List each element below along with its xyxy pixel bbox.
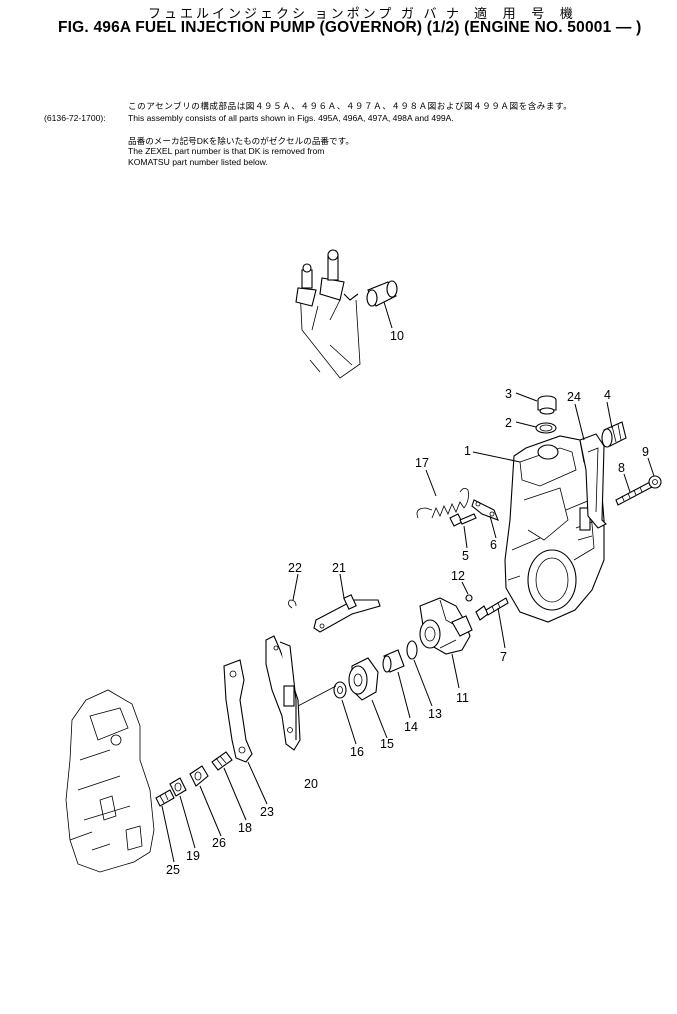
figure-title: FIG. 496A FUEL INJECTION PUMP (GOVERNOR)…: [58, 19, 642, 36]
callout-16: 16: [350, 745, 364, 759]
part-11-flyweight-assembly: [419, 597, 473, 655]
callout-25: 25: [166, 863, 180, 877]
part-8-adjusting-screw: [615, 481, 653, 506]
callout-6: 6: [490, 538, 497, 552]
callout-7: 7: [500, 650, 507, 664]
part-17-spring: [416, 488, 469, 519]
callout-4: 4: [604, 388, 611, 402]
part-1-governor-housing: [504, 435, 605, 623]
callout-20: 20: [304, 777, 318, 791]
part-4-plug: [601, 421, 627, 448]
callout-3: 3: [505, 387, 512, 401]
pump-housing-context: [65, 689, 155, 873]
part-19-nut: [169, 777, 187, 797]
part-9-nut: [648, 475, 662, 489]
callout-15: 15: [380, 737, 394, 751]
part-22-clip: [288, 599, 297, 609]
callout-17: 17: [415, 456, 429, 470]
callout-21: 21: [332, 561, 346, 575]
part-25-screw: [155, 789, 175, 807]
callout-12: 12: [451, 569, 465, 583]
part-15-bearing: [348, 657, 379, 701]
zexel-note-english-line2: KOMATSU part number listed below.: [128, 157, 268, 167]
callout-numbers: 3 2 24 4 1 8 9 17 6 5 12 7 11 13 14 15 1…: [166, 329, 649, 877]
part-7-bolt: [475, 597, 509, 621]
callout-2: 2: [505, 416, 512, 430]
part-12-clip: [465, 594, 473, 602]
part-21-lever: [313, 594, 381, 633]
callout-19: 19: [186, 849, 200, 863]
callout-10: 10: [390, 329, 404, 343]
callout-11: 11: [456, 691, 469, 705]
japanese-applicability-label: 適 用 号 機: [474, 6, 579, 21]
part-13-snap-ring: [406, 640, 418, 660]
part-5-bolt: [449, 513, 477, 527]
callout-26: 26: [212, 836, 226, 850]
part-26-nut: [189, 765, 209, 787]
part-14-sleeve: [382, 649, 405, 673]
zexel-note-japanese: 品番のメーカ記号DKを除いたものがゼクセルの品番です。: [128, 136, 354, 146]
part-24-gasket: [579, 433, 607, 529]
callout-8: 8: [618, 461, 625, 475]
assembly-note-english: This assembly consists of all parts show…: [128, 113, 454, 123]
callout-23: 23: [260, 805, 274, 819]
callout-5: 5: [462, 549, 469, 563]
assembly-part-code: (6136-72-1700):: [44, 113, 106, 123]
callout-13: 13: [428, 707, 442, 721]
part-23-lever: [223, 659, 253, 763]
callout-9: 9: [642, 445, 649, 459]
part-3-plug: [537, 395, 557, 415]
callout-14: 14: [404, 720, 418, 734]
pump-top-context: [295, 249, 361, 379]
part-18-stud: [211, 751, 233, 771]
callout-18: 18: [238, 821, 252, 835]
part-2-o-ring: [535, 422, 557, 434]
callout-24: 24: [567, 390, 581, 404]
part-16-washer: [333, 681, 347, 699]
callout-1: 1: [464, 444, 471, 458]
leader-lines: [161, 301, 655, 863]
part-20-lever-assembly: [265, 635, 337, 751]
part-10-sleeve: [366, 280, 398, 307]
assembly-note-japanese: このアセンブリの構成部品は図４９５Ａ、４９６Ａ、４９７Ａ、４９８Ａ図および図４９…: [128, 101, 573, 111]
japanese-title: フュエルインジェクシ ョンポンプ ガ バ ナ: [148, 6, 463, 21]
zexel-note-english-line1: The ZEXEL part number is that DK is remo…: [128, 146, 325, 156]
callout-22: 22: [288, 561, 302, 575]
